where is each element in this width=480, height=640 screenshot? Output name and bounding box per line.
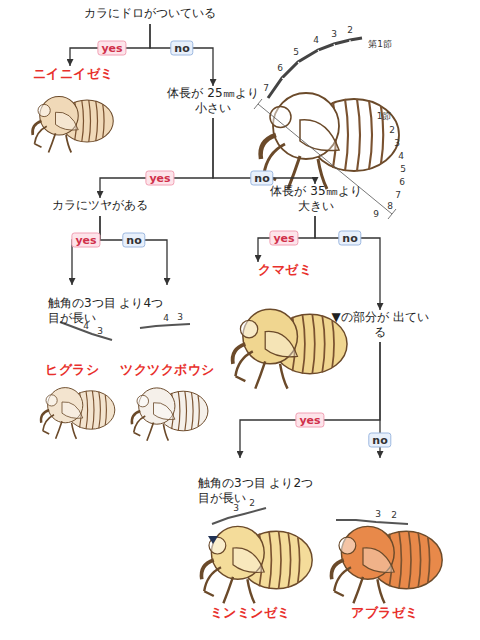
segment-number: 4 [398,151,404,161]
species-name: ヒグラシ [45,362,99,377]
reference-drawing [254,38,399,219]
segment-number: 3 [394,138,400,148]
species-name: ツクツクボウシ [120,362,215,377]
kumazemi-shell [233,309,347,388]
branch-label: yes [97,41,126,56]
tsukutsukuboushi-figure [132,324,208,441]
species-name: クマゼミ [258,262,312,277]
segment-number: 5 [400,164,406,174]
segment-number: 1節 [377,110,392,123]
branch-label: no [122,233,145,248]
antenna [336,520,408,524]
species-node: アブラゼミ [330,458,440,620]
question-text: 体長が 35㎜より大きい [268,184,364,214]
minminzemi-figure [201,508,312,603]
segment-number: 5 [293,47,299,57]
segment-number: 6 [399,177,405,187]
segment-number: 3 [177,312,183,322]
tsukutsukuboushi-shell [132,388,208,441]
flow-arrow [150,24,213,86]
flow-arrow [70,24,150,66]
species-node: ニイニイゼミ [28,66,118,86]
length-line [258,104,392,214]
question-node: 体長が 35㎜より大きい [268,184,364,216]
question-text: カラにツヤがある [52,198,148,213]
flow-arrow [72,216,100,285]
segment-number: 2 [391,510,397,520]
segment-number: 7 [263,83,269,93]
branch-label: yes [145,171,174,186]
species-name: アブラゼミ [351,605,419,620]
segment-number: 2 [389,125,395,135]
branch-label: no [368,433,391,448]
outline-shell [261,93,399,189]
antenna [268,38,362,98]
flow-arrow [100,118,213,198]
question-text: ▼の部分が 出ている [330,310,430,340]
segment-number: 2 [347,25,353,35]
question-node: ▼の部分が 出ている [330,310,430,342]
antenna [140,324,190,328]
question-text: 体長が 25㎜より小さい [165,86,261,116]
higurashi-shell [41,388,115,439]
antenna [212,508,266,524]
segment-number: 3 [97,326,103,336]
aburazemi-figure [331,520,442,603]
hint-note: 触角の3つ目 より4つ目が長い [48,296,168,326]
niiniizemi-shell [33,97,114,153]
branch-label: no [338,231,361,246]
branch-label: yes [269,231,298,246]
length-ticks [254,99,396,219]
minminzemi-shell [201,526,312,603]
aburazemi-shell [331,526,442,603]
segment-number: 3 [331,29,337,39]
species-name: ミンミンゼミ [210,605,291,620]
segment-number: 4 [313,35,319,45]
hint-note: 触角の3つ目 より2つ目が長い [198,476,318,506]
segment-number: 6 [277,63,283,73]
question-node: 体長が 25㎜より小さい [165,86,261,118]
segment-number: 2 [249,498,255,508]
question-node: カラにドロがついている [80,6,220,24]
flow-arrow [315,216,380,310]
segment-number: 3 [233,503,239,513]
branch-label: yes [71,233,100,248]
branch-label: no [250,171,273,186]
flow-arrow [258,216,315,262]
species-name: ニイニイゼミ [33,66,114,81]
marker-triangle [208,536,218,544]
branch-label: no [170,41,193,56]
segment-number: 4 [83,321,89,331]
question-text: カラにドロがついている [84,6,216,21]
antenna-joints [282,40,350,80]
higurashi-figure [41,322,115,439]
segment-number: 第1節 [368,38,392,51]
segment-number: 4 [163,313,169,323]
segment-number: 3 [375,509,381,519]
segment-number: 7 [395,190,401,200]
segment-number: 9 [373,209,379,219]
flow-arrow [100,216,167,285]
question-node: カラにツヤがある [45,198,155,216]
flow-arrow [240,342,380,458]
species-node: クマゼミ [245,262,325,284]
segment-number: 8 [387,201,393,211]
branch-label: yes [295,413,324,428]
